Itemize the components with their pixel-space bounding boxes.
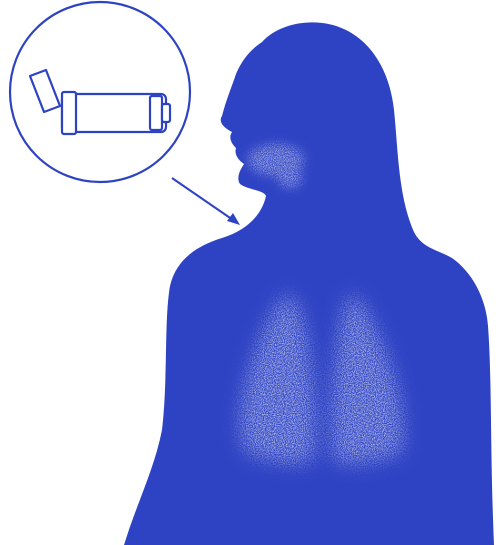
pointer-arrow-icon bbox=[172, 178, 240, 225]
inhaler-callout bbox=[10, 2, 190, 182]
